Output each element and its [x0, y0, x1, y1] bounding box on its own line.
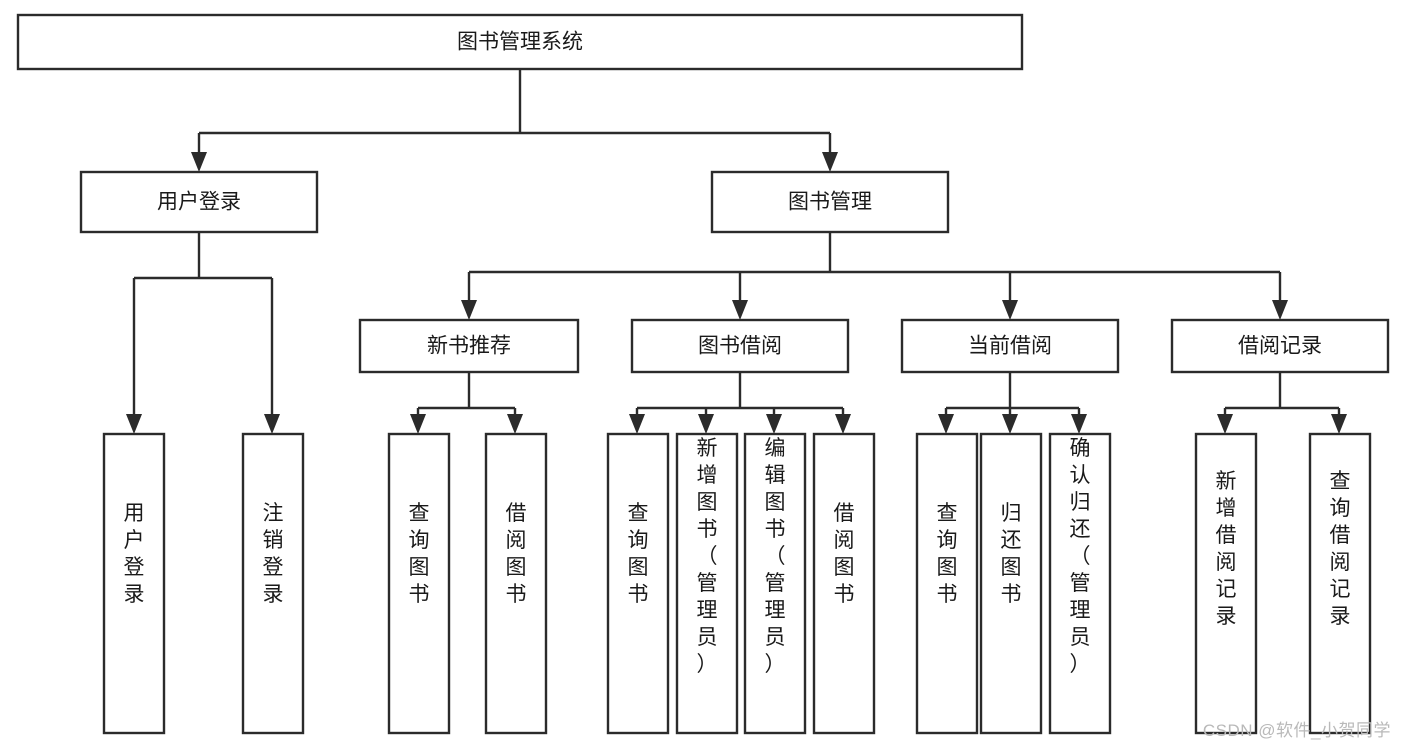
node-book-management-label: 图书管理 — [788, 191, 872, 214]
node-leaf-edit-book-box[interactable] — [743, 432, 807, 735]
node-leaf-query-book-3[interactable]: 查询图书 — [915, 432, 979, 735]
node-leaf-query-record[interactable]: 查询借阅记录 — [1308, 432, 1372, 735]
arrowhead-leaf-query-book-1 — [410, 414, 426, 434]
node-borrow-record-label: 借阅记录 — [1238, 335, 1322, 358]
node-leaf-query-book-2-box[interactable] — [606, 432, 670, 735]
node-leaf-add-book-label: 新增图书（管理员） — [697, 437, 718, 676]
node-leaf-query-book-1[interactable]: 查询图书 — [387, 432, 451, 735]
arrowhead-leaf-user-login — [126, 414, 142, 434]
node-new-book-recommend[interactable]: 新书推荐 — [358, 318, 580, 374]
node-leaf-return-book[interactable]: 归还图书 — [979, 432, 1043, 735]
node-leaf-confirm-return-box[interactable] — [1048, 432, 1112, 735]
node-leaf-add-book[interactable]: 新增图书（管理员） — [675, 432, 739, 735]
node-borrow-record[interactable]: 借阅记录 — [1170, 318, 1390, 374]
node-book-borrow-label: 图书借阅 — [698, 335, 782, 358]
node-leaf-add-record-label: 新增借阅记录 — [1216, 470, 1237, 628]
node-new-book-recommend-box[interactable] — [358, 318, 580, 374]
node-leaf-query-book-1-box[interactable] — [387, 432, 451, 735]
arrowhead-leaf-borrow-book-2 — [835, 414, 851, 434]
arrowhead-leaf-borrow-book-1 — [507, 414, 523, 434]
node-root[interactable]: 图书管理系统 — [16, 13, 1024, 71]
node-user-login-box[interactable] — [79, 170, 319, 234]
node-book-management-box[interactable] — [710, 170, 950, 234]
node-book-management[interactable]: 图书管理 — [710, 170, 950, 234]
node-leaf-borrow-book-2-box[interactable] — [812, 432, 876, 735]
node-leaf-edit-book[interactable]: 编辑图书（管理员） — [743, 432, 807, 735]
arrowhead-new-book-recommend — [461, 300, 477, 320]
node-leaf-borrow-book-1-label: 借阅图书 — [506, 502, 527, 606]
node-user-login-label: 用户登录 — [157, 191, 241, 214]
node-leaf-return-book-label: 归还图书 — [1001, 502, 1022, 606]
node-leaf-edit-book-label: 编辑图书（管理员） — [765, 437, 786, 676]
node-leaf-query-book-3-label: 查询图书 — [937, 502, 958, 606]
node-leaf-add-record-box[interactable] — [1194, 432, 1258, 735]
node-root-box[interactable] — [16, 13, 1024, 71]
node-leaf-borrow-book-2[interactable]: 借阅图书 — [812, 432, 876, 735]
node-leaf-add-record[interactable]: 新增借阅记录 — [1194, 432, 1258, 735]
arrowhead-book-borrow — [732, 300, 748, 320]
connectors-layer — [126, 69, 1347, 434]
arrowhead-leaf-add-record — [1217, 414, 1233, 434]
node-leaf-confirm-return[interactable]: 确认归还（管理员） — [1048, 432, 1112, 735]
node-leaf-return-book-box[interactable] — [979, 432, 1043, 735]
node-leaf-confirm-return-label: 确认归还（管理员） — [1070, 437, 1091, 676]
node-book-borrow-box[interactable] — [630, 318, 850, 374]
arrowhead-borrow-record — [1272, 300, 1288, 320]
node-leaf-user-login[interactable]: 用户登录 — [102, 432, 166, 735]
arrowhead-user-login — [191, 152, 207, 172]
arrowhead-book-management — [822, 152, 838, 172]
node-leaf-borrow-book-1[interactable]: 借阅图书 — [484, 432, 548, 735]
node-leaf-user-logout-box[interactable] — [241, 432, 305, 735]
arrowhead-current-borrow — [1002, 300, 1018, 320]
node-leaf-user-login-box[interactable] — [102, 432, 166, 735]
node-leaf-user-logout[interactable]: 注销登录 — [241, 432, 305, 735]
arrowhead-leaf-edit-book — [766, 414, 782, 434]
node-root-label: 图书管理系统 — [457, 31, 583, 54]
arrowhead-leaf-query-record — [1331, 414, 1347, 434]
node-leaf-query-book-2-label: 查询图书 — [628, 502, 649, 606]
arrowhead-leaf-confirm-return — [1071, 414, 1087, 434]
node-leaf-borrow-book-2-label: 借阅图书 — [834, 502, 855, 606]
arrowhead-leaf-query-book-2 — [629, 414, 645, 434]
arrowhead-leaf-user-logout — [264, 414, 280, 434]
node-leaf-query-record-label: 查询借阅记录 — [1330, 470, 1351, 628]
node-new-book-recommend-label: 新书推荐 — [427, 335, 511, 358]
node-leaf-query-record-box[interactable] — [1308, 432, 1372, 735]
arrowhead-leaf-query-book-3 — [938, 414, 954, 434]
node-user-login[interactable]: 用户登录 — [79, 170, 319, 234]
node-leaf-user-login-label: 用户登录 — [124, 502, 145, 606]
node-leaf-user-logout-label: 注销登录 — [263, 502, 284, 606]
node-book-borrow[interactable]: 图书借阅 — [630, 318, 850, 374]
node-leaf-add-book-box[interactable] — [675, 432, 739, 735]
node-current-borrow[interactable]: 当前借阅 — [900, 318, 1120, 374]
csdn-watermark: CSDN @软件_小贺同学 — [1202, 721, 1391, 740]
node-current-borrow-label: 当前借阅 — [968, 335, 1052, 358]
node-borrow-record-box[interactable] — [1170, 318, 1390, 374]
node-leaf-borrow-book-1-box[interactable] — [484, 432, 548, 735]
arrowhead-leaf-return-book — [1002, 414, 1018, 434]
node-leaf-query-book-1-label: 查询图书 — [409, 502, 430, 606]
node-leaf-query-book-2[interactable]: 查询图书 — [606, 432, 670, 735]
arrowhead-leaf-add-book — [698, 414, 714, 434]
node-leaf-query-book-3-box[interactable] — [915, 432, 979, 735]
node-current-borrow-box[interactable] — [900, 318, 1120, 374]
